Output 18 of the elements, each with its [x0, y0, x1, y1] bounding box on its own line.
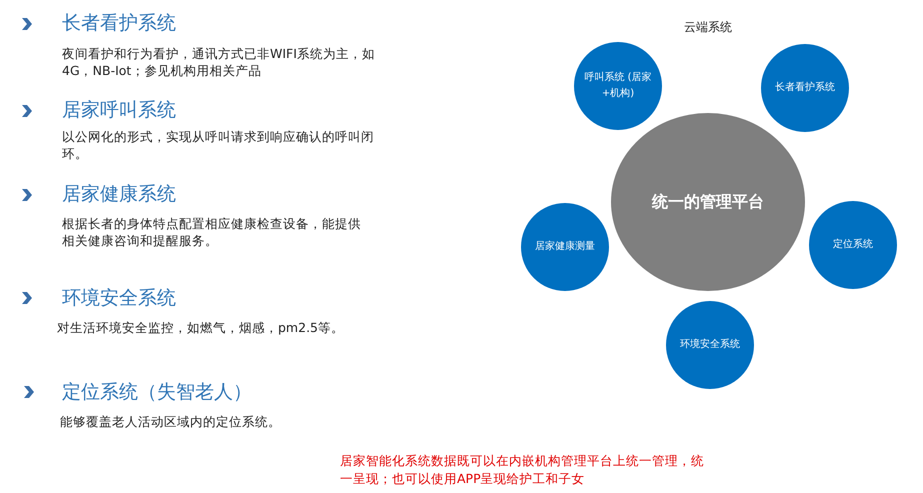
section-heading: 居家健康系统 — [62, 183, 177, 206]
circle-label: 长者看护系统 — [775, 80, 835, 95]
circle-label: 统一的管理平台 — [652, 191, 764, 214]
section-heading: 居家呼叫系统 — [62, 99, 177, 122]
circle-label: 环境安全系统 — [680, 338, 740, 352]
section-heading: 定位系统（失智老人） — [62, 381, 253, 404]
circle-label: 呼叫系统 (居家+机构) — [584, 70, 652, 101]
group-title: 云端系统 — [683, 19, 733, 36]
section-heading: 长者看护系统 — [62, 12, 177, 35]
description-text: 夜间看护和行为看护，通讯方式已非WIFI系统为主，如4G，NB-Iot；参见机构用相关产品 — [62, 46, 376, 80]
description-text: 能够覆盖老人活动区域内的定位系统。 — [60, 414, 282, 431]
section-heading: 环境安全系统 — [62, 287, 177, 310]
note-text: 居家智能化系统数据既可以在内嵌机构管理平台上统一管理，统一呈现；也可以使用APP呈现给护工和子女 — [340, 452, 705, 488]
description-text: 对生活环境安全监控，如燃气，烟感，pm2.5等。 — [57, 320, 345, 337]
description-text: 根据长者的身体特点配置相应健康检查设备，能提供相关健康咨询和提醒服务。 — [62, 216, 362, 250]
circle-label: 居家健康测量 — [535, 240, 595, 254]
circle-label: 定位系统 — [833, 238, 873, 252]
description-text: 以公网化的形式，实现从呼叫请求到响应确认的呼叫闭环。 — [62, 129, 375, 163]
